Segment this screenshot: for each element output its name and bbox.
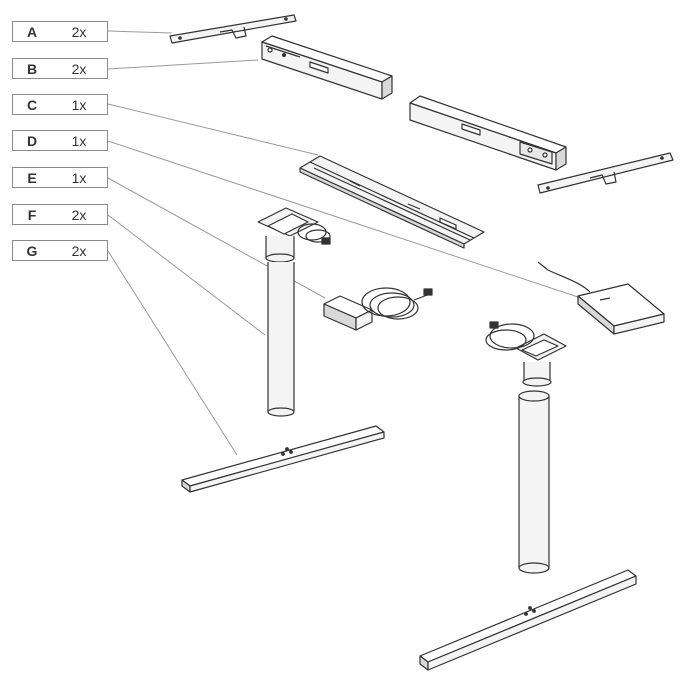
part-letter: E — [27, 169, 37, 186]
part-label-c: C 1x — [12, 94, 108, 115]
part-letter: F — [27, 206, 37, 223]
part-b-side-beam-right — [409, 95, 567, 171]
part-b-side-beam-left — [261, 35, 393, 100]
part-e-hand-switch — [323, 287, 433, 331]
part-label-f: F 2x — [12, 204, 108, 225]
part-label-b: B 2x — [12, 58, 108, 79]
part-quantity: 1x — [71, 169, 87, 186]
part-letter: D — [26, 132, 38, 149]
part-letter: C — [26, 96, 38, 113]
part-c-center-beam — [299, 155, 485, 249]
part-letter: A — [26, 23, 38, 40]
part-quantity: 1x — [71, 132, 87, 149]
leader-line-b — [107, 59, 259, 70]
part-a-bracket-right — [537, 152, 674, 194]
part-g-foot-left — [181, 425, 385, 493]
leader-line-d — [107, 140, 579, 298]
part-label-d: D 1x — [12, 130, 108, 151]
part-quantity: 1x — [71, 96, 87, 113]
part-quantity: 2x — [71, 206, 87, 223]
part-letter: G — [26, 242, 38, 259]
leader-line-a — [107, 30, 173, 34]
part-f-column-left — [257, 207, 331, 417]
leader-lines — [107, 30, 579, 456]
leader-line-c — [107, 103, 319, 156]
part-a-bracket-top — [169, 14, 297, 44]
leader-line-f — [107, 214, 266, 336]
part-letter: B — [26, 60, 38, 77]
part-d-control-box — [537, 261, 665, 335]
part-label-g: G 2x — [12, 240, 108, 261]
part-quantity: 2x — [71, 242, 87, 259]
part-quantity: 2x — [71, 23, 87, 40]
part-label-a: A 2x — [12, 21, 108, 42]
part-label-e: E 1x — [12, 167, 108, 188]
part-g-foot-right — [419, 569, 637, 671]
part-f-column-right — [485, 321, 567, 574]
leader-line-g — [107, 250, 238, 456]
part-quantity: 2x — [71, 60, 87, 77]
